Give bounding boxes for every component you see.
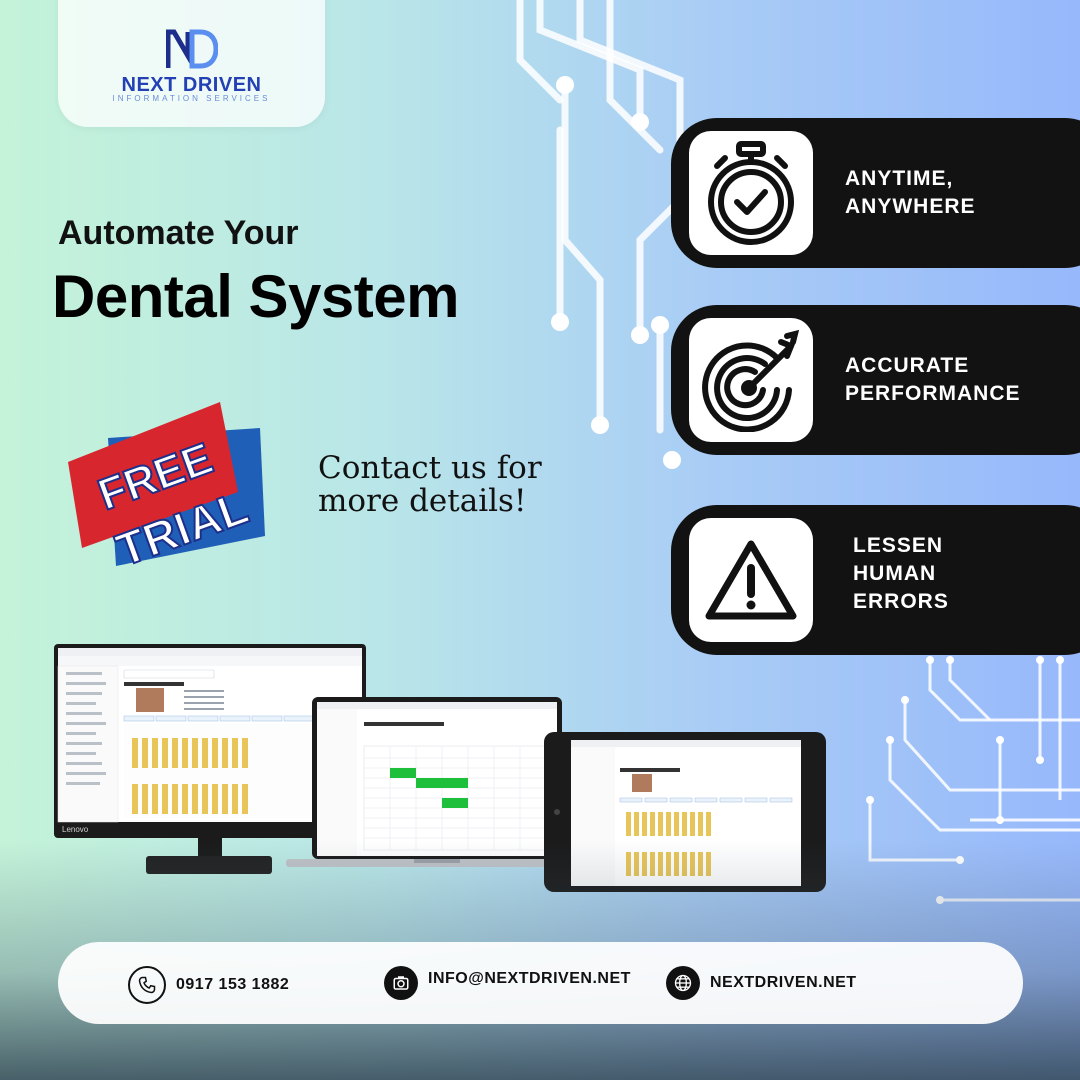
nd-logo-icon	[166, 29, 218, 69]
tablet	[544, 732, 826, 892]
feature-icon-box	[689, 518, 813, 642]
warning-triangle-icon	[705, 540, 797, 620]
monitor-brand-label: Lenovo	[62, 825, 89, 834]
feature-card-anytime: ANYTIME, ANYWHERE	[671, 118, 1080, 268]
laptop	[286, 697, 588, 867]
target-arrow-icon	[702, 329, 800, 432]
headline-line-1: Automate Your	[58, 214, 299, 252]
feature-icon-box	[689, 318, 813, 442]
feature-card-accurate: ACCURATE PERFORMANCE	[671, 305, 1080, 455]
feature-card-errors: LESSEN HUMAN ERRORS	[671, 505, 1080, 655]
camera-icon	[384, 966, 418, 1000]
feature-icon-box	[689, 131, 813, 255]
brand-tagline: INFORMATION SERVICES	[112, 94, 271, 103]
logo-card: NEXT DRIVEN INFORMATION SERVICES	[58, 0, 325, 127]
feature-label: ANYTIME, ANYWHERE	[845, 165, 976, 221]
stopwatch-check-icon	[708, 141, 794, 245]
footer-email-text: INFO@NEXTDRIVEN.NET	[428, 970, 631, 987]
footer-web[interactable]: NEXTDRIVEN.NET	[666, 966, 857, 1000]
globe-icon	[666, 966, 700, 1000]
footer-email[interactable]: INFO@NEXTDRIVEN.NET	[384, 966, 631, 1000]
feature-label-line-1: ANYTIME,	[845, 167, 954, 190]
footer-phone[interactable]: 0917 153 1882	[128, 966, 289, 1004]
footer-contact-bar: 0917 153 1882 INFO@NEXTDRIVEN.NET NEXTDR…	[58, 942, 1023, 1024]
feature-label-line-1: ACCURATE	[845, 354, 970, 377]
headline-line-2: Dental System	[52, 263, 460, 330]
feature-label: ACCURATE PERFORMANCE	[845, 352, 1021, 408]
feature-label: LESSEN HUMAN ERRORS	[853, 532, 949, 616]
feature-label-line-2: PERFORMANCE	[845, 382, 1021, 405]
footer-phone-text: 0917 153 1882	[176, 976, 290, 993]
feature-label-line-2: ANYWHERE	[845, 195, 976, 218]
feature-label-line-1: LESSEN	[853, 534, 944, 557]
brand-name: NEXT DRIVEN	[121, 74, 262, 96]
contact-cta: Contact us for more details!	[318, 450, 542, 519]
feature-label-line-3: ERRORS	[853, 590, 949, 613]
free-trial-badge: FREE TRIAL	[68, 402, 265, 568]
phone-icon	[128, 966, 166, 1004]
badge-red-band	[68, 402, 238, 548]
footer-web-text: NEXTDRIVEN.NET	[710, 974, 857, 991]
feature-label-line-2: HUMAN	[853, 562, 937, 585]
